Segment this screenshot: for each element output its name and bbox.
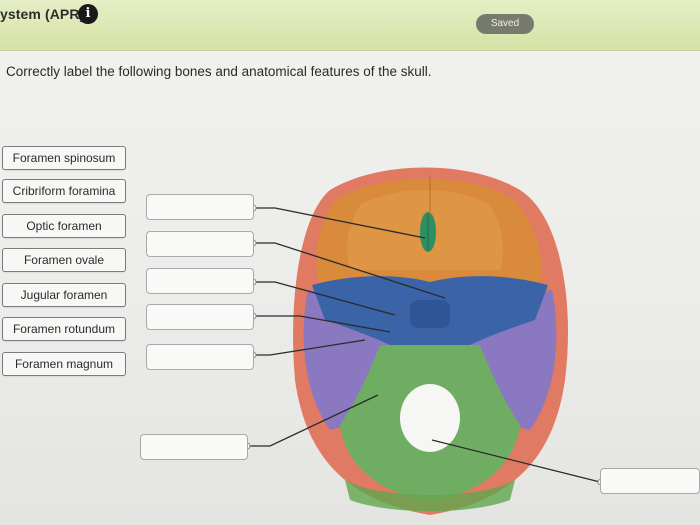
label-chip-foramen-ovale[interactable]: Foramen ovale bbox=[2, 248, 126, 272]
info-icon[interactable]: i bbox=[78, 4, 98, 24]
label-chip-optic-foramen[interactable]: Optic foramen bbox=[2, 214, 126, 238]
saved-status-badge: Saved bbox=[476, 14, 534, 34]
module-title: ystem (APR) bbox=[0, 6, 85, 22]
top-bar: ystem (APR) i Saved bbox=[0, 0, 700, 51]
drop-target-6[interactable] bbox=[140, 434, 248, 460]
label-chip-jugular-foramen[interactable]: Jugular foramen bbox=[2, 283, 126, 307]
drop-target-4[interactable] bbox=[146, 304, 254, 330]
drop-target-7[interactable] bbox=[600, 468, 700, 494]
drop-target-5[interactable] bbox=[146, 344, 254, 370]
drop-target-1[interactable] bbox=[146, 194, 254, 220]
drop-target-3[interactable] bbox=[146, 268, 254, 294]
label-chip-foramen-magnum[interactable]: Foramen magnum bbox=[2, 352, 126, 376]
drop-target-2[interactable] bbox=[146, 231, 254, 257]
foramen-magnum-shape bbox=[400, 384, 460, 452]
label-chip-cribriform-foramina[interactable]: Cribriform foramina bbox=[2, 179, 126, 203]
question-instruction: Correctly label the following bones and … bbox=[6, 64, 432, 79]
label-chip-foramen-rotundum[interactable]: Foramen rotundum bbox=[2, 317, 126, 341]
label-chip-foramen-spinosum[interactable]: Foramen spinosum bbox=[2, 146, 126, 170]
